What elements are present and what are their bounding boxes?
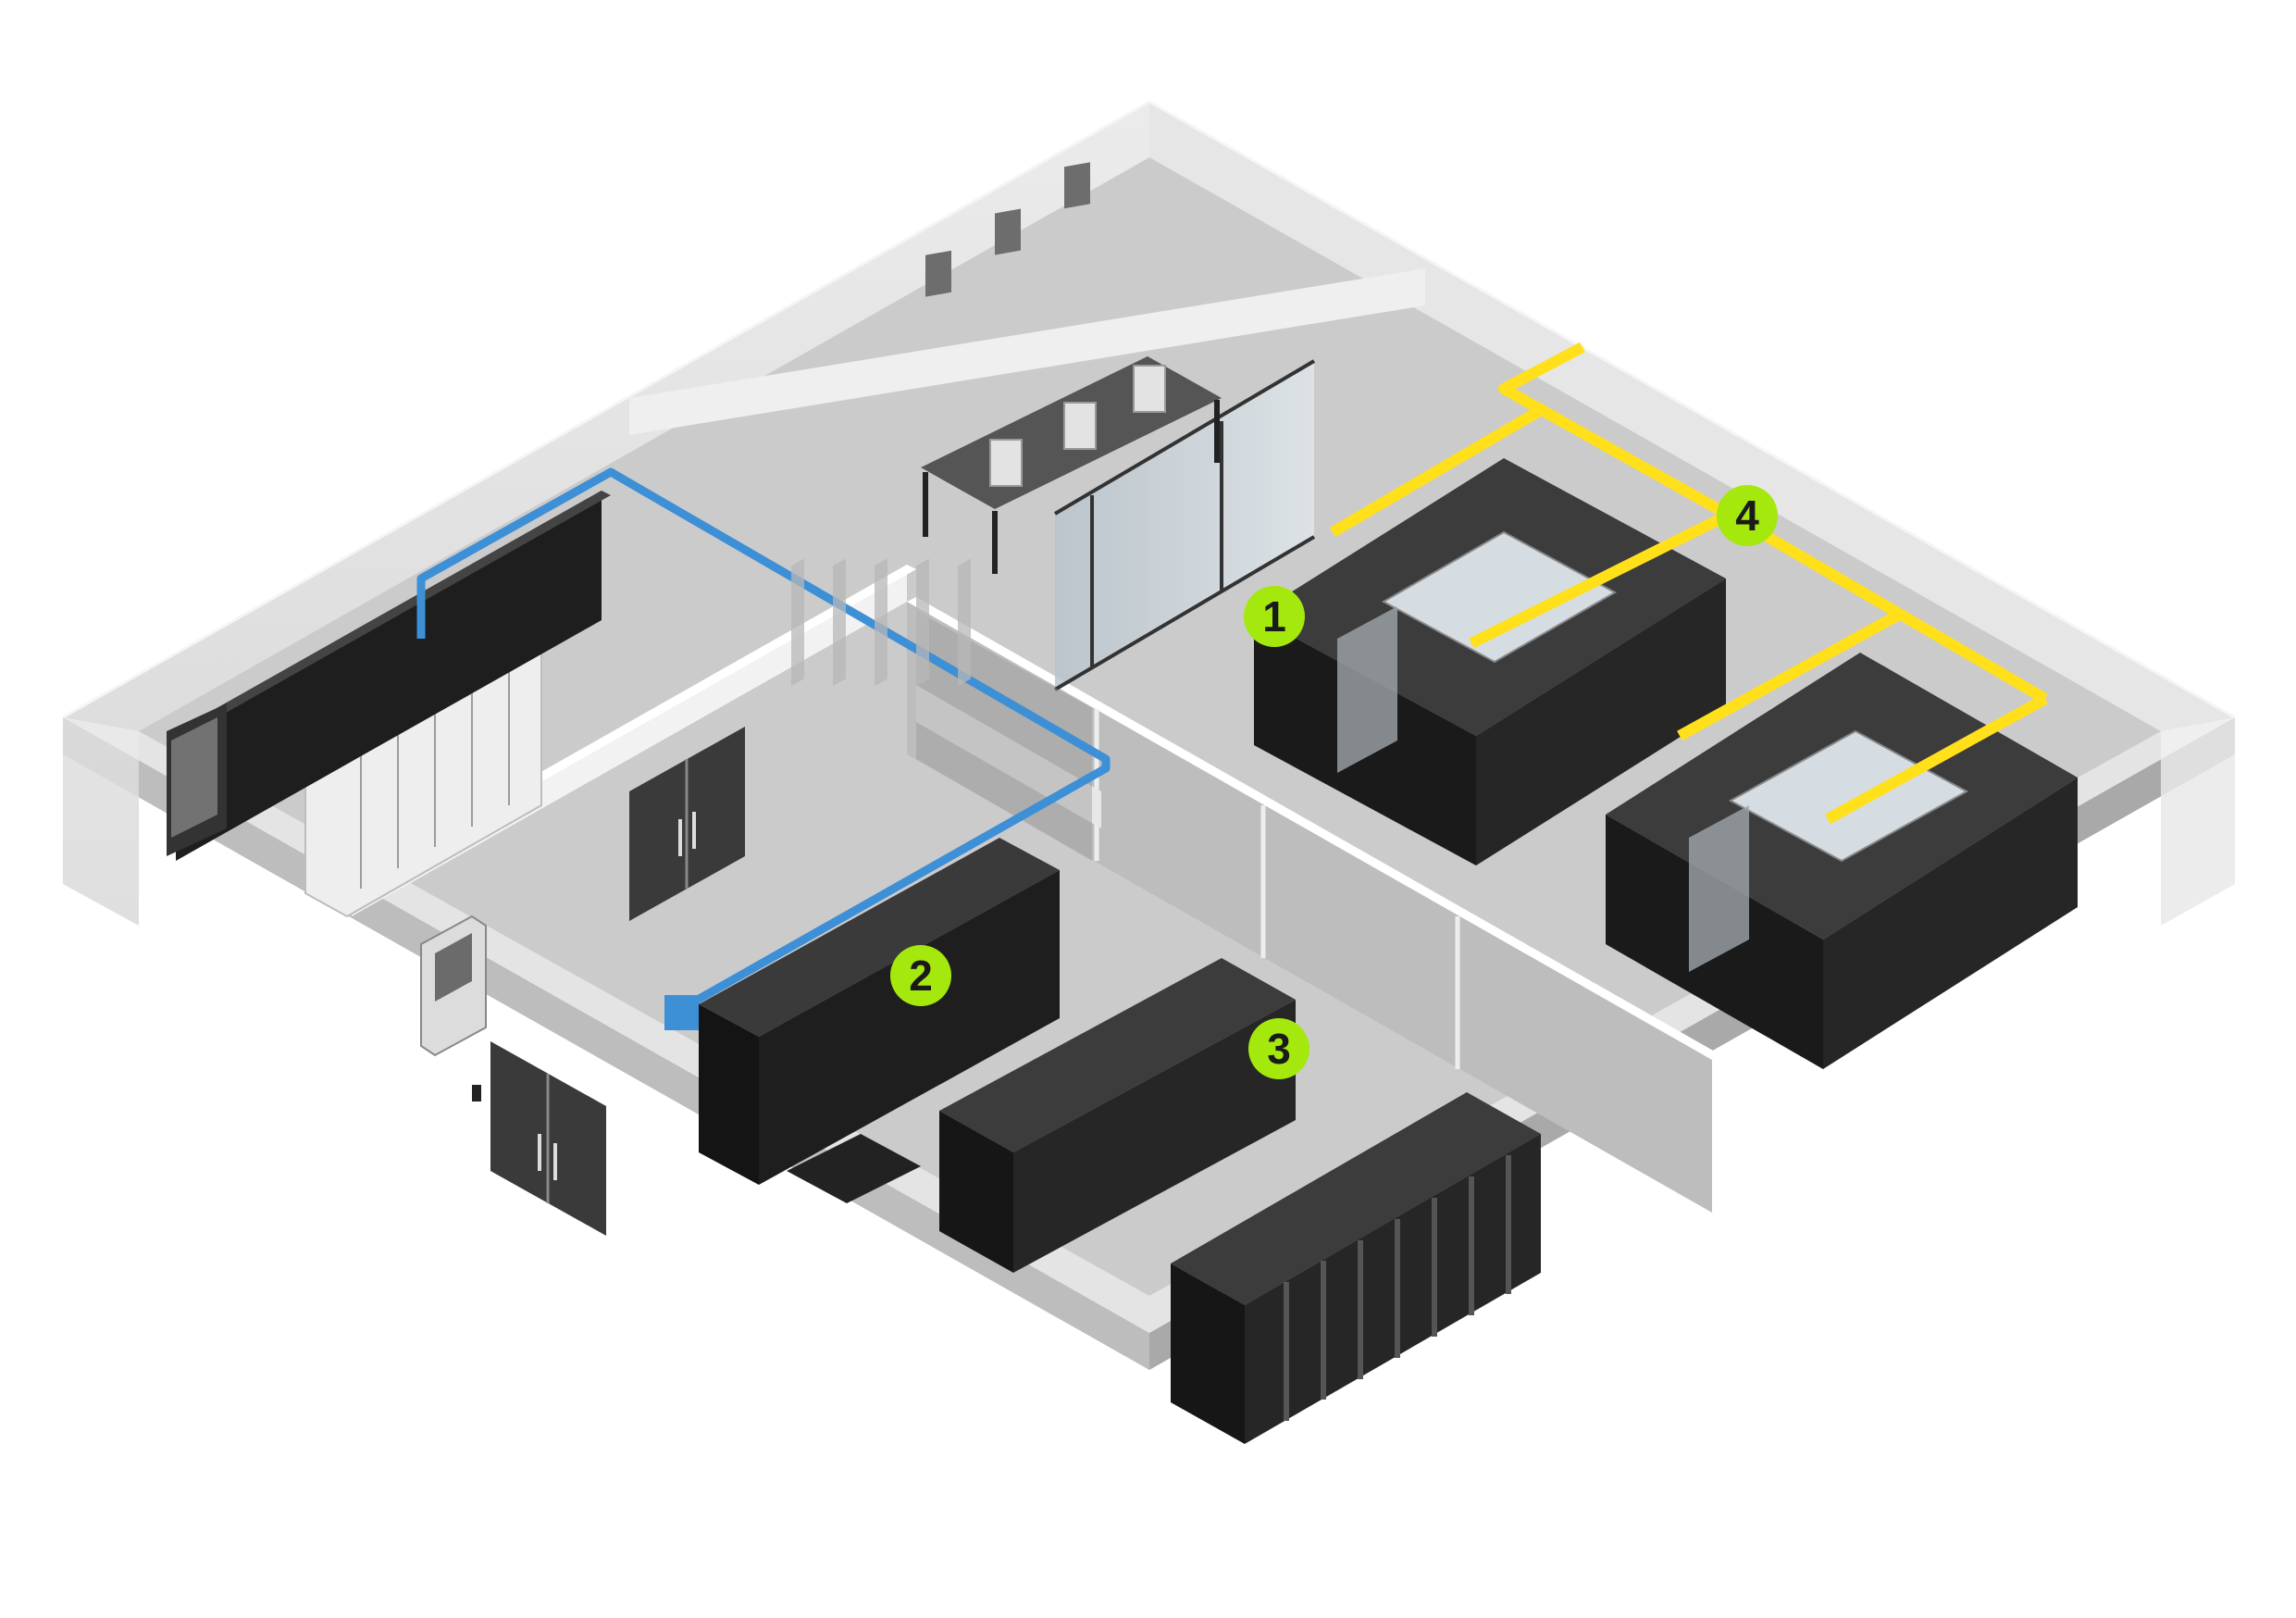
marker-4: 4: [1717, 485, 1778, 546]
office-chairs: [925, 162, 1090, 297]
cooling-pipes: [1329, 342, 2049, 825]
marker-1-circle: [1244, 586, 1305, 647]
callout-markers: 1 2 3 4: [890, 485, 1778, 1079]
utility-black-cabinet: [176, 491, 602, 861]
wall-back-right: [1149, 102, 2235, 926]
pod-2-glass-roof: [1728, 729, 1969, 863]
doors: [472, 727, 745, 1236]
office-monitors: [989, 365, 1166, 487]
rack-row-2: [699, 558, 1060, 1203]
rack-row-3: [939, 958, 1296, 1273]
rack-row-2-server-lights: [791, 558, 971, 687]
partition-office: [629, 268, 1425, 435]
office-glass-wall: [1055, 361, 1314, 690]
server-pod-2: [1606, 653, 2078, 1069]
utility-room: [167, 491, 611, 918]
marker-1: 1: [1244, 586, 1305, 647]
marker-3: 3: [1248, 1018, 1309, 1079]
pod-1-end-door: [1337, 606, 1397, 773]
marker-3-circle: [1248, 1018, 1309, 1079]
air-duct: [416, 467, 1111, 1008]
floor: [139, 157, 2161, 1296]
marker-3-label: 3: [1267, 1025, 1291, 1073]
server-pod-1: [1254, 458, 1726, 865]
door-access-reader: [472, 1085, 481, 1101]
wall-back-left: [63, 102, 1149, 926]
wall-ac-unit: [420, 915, 487, 1057]
duct-outlet-box: [664, 995, 700, 1030]
partition-central-top: [907, 597, 1721, 1060]
interior-partitions: [352, 268, 1721, 1213]
marker-2-circle: [890, 945, 951, 1006]
marker-1-label: 1: [1262, 592, 1286, 641]
partition-central: [907, 602, 1712, 1213]
marker-4-circle: [1717, 485, 1778, 546]
pod-2-end-door: [1689, 805, 1749, 972]
floor-grate: [787, 1134, 921, 1203]
office-area: [921, 162, 1222, 574]
marker-2: 2: [890, 945, 951, 1006]
rack-row-4: [1171, 1092, 1541, 1444]
marker-4-label: 4: [1735, 492, 1759, 540]
pod-1-glass-roof: [1381, 530, 1618, 664]
marker-2-label: 2: [909, 952, 933, 1000]
